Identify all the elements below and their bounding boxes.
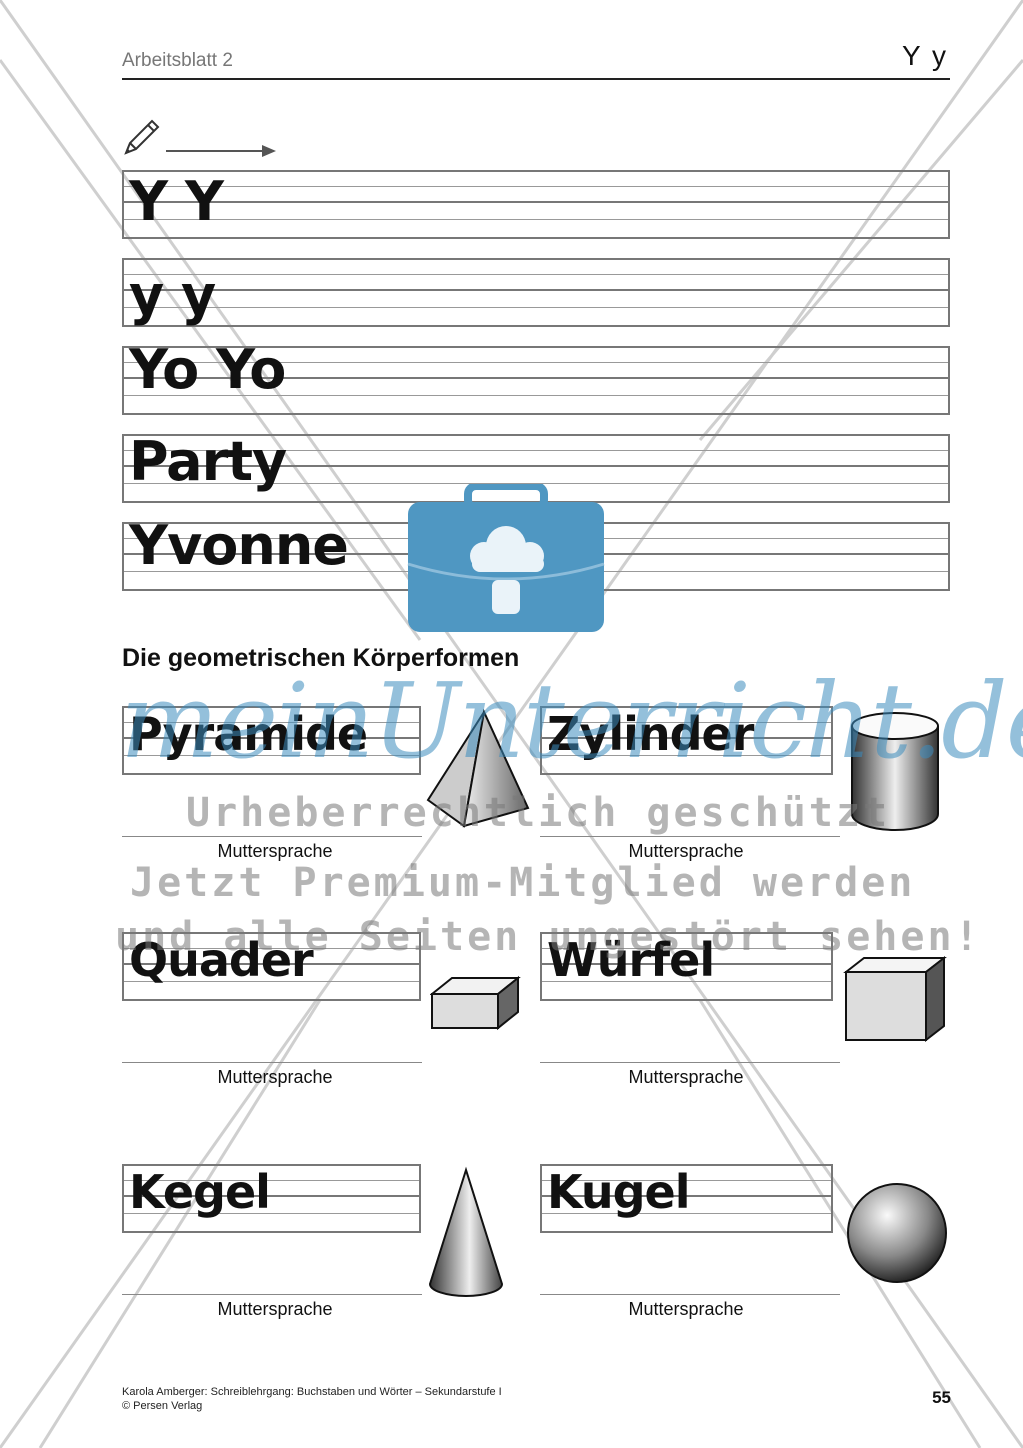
watermark-copyright: Urheberrechtlich geschützt	[186, 790, 891, 836]
footer-publisher: © Persen Verlag	[122, 1400, 203, 1412]
model-word: Kegel	[129, 1165, 271, 1219]
writing-row[interactable]: y y	[122, 258, 950, 327]
writing-row-kugel[interactable]: Kugel	[540, 1164, 833, 1233]
writing-row-zylinder[interactable]: Zylinder	[540, 706, 833, 775]
answer-line[interactable]	[122, 1062, 422, 1063]
model-word: Party	[129, 430, 287, 493]
watermark-view: und alle Seiten ungestört sehen!	[115, 914, 982, 960]
mother-tongue-label: Muttersprache	[628, 841, 744, 861]
model-word: Würfel	[547, 933, 715, 987]
section-title: Die geometrischen Körperformen	[122, 644, 520, 672]
model-word: Zylinder	[547, 707, 754, 761]
model-word: Pyramide	[129, 707, 368, 761]
header-rule	[122, 78, 950, 80]
model-word: Yvonne	[129, 514, 349, 577]
mother-tongue-label: Muttersprache	[217, 1067, 333, 1087]
writing-row[interactable]: Yo Yo	[122, 338, 950, 415]
model-word: Quader	[129, 933, 314, 987]
cylinder-icon	[851, 712, 939, 831]
sphere-icon	[847, 1183, 947, 1283]
cube-icon	[843, 955, 947, 1043]
mother-tongue-label: Muttersprache	[628, 1067, 744, 1087]
answer-line[interactable]	[122, 1294, 422, 1295]
model-word: Y Y	[129, 170, 224, 233]
pyramid-icon	[426, 708, 530, 828]
letters-title: Y y	[902, 40, 948, 71]
writing-row-quader[interactable]: Quader	[122, 932, 421, 1001]
worksheet-label: Arbeitsblatt 2	[122, 50, 233, 71]
page-number: 55	[932, 1388, 951, 1407]
arrow-right-icon	[166, 145, 276, 157]
cone-icon	[428, 1166, 504, 1297]
footer-credit: Karola Amberger: Schreiblehrgang: Buchst…	[122, 1386, 502, 1398]
mother-tongue-label: Muttersprache	[217, 841, 333, 861]
pencil-icon	[124, 119, 160, 155]
writing-row-kegel[interactable]: Kegel	[122, 1164, 421, 1233]
writing-row[interactable]: Y Y	[122, 170, 950, 239]
answer-line[interactable]	[540, 1294, 840, 1295]
model-word: Kugel	[547, 1165, 690, 1219]
model-word: Yo Yo	[129, 338, 286, 401]
briefcase-logo	[407, 484, 605, 632]
watermark-script: meinUnterricht.de	[120, 660, 1023, 782]
answer-line[interactable]	[540, 836, 840, 837]
model-word: y y	[129, 264, 216, 327]
writing-row-wuerfel[interactable]: Würfel	[540, 932, 833, 1001]
answer-line[interactable]	[540, 1062, 840, 1063]
writing-row-pyramide[interactable]: Pyramide	[122, 706, 421, 775]
answer-line[interactable]	[122, 836, 422, 837]
mother-tongue-label: Muttersprache	[628, 1299, 744, 1319]
mother-tongue-label: Muttersprache	[217, 1299, 333, 1319]
watermark-premium: Jetzt Premium-Mitglied werden	[130, 860, 916, 906]
cuboid-icon	[430, 975, 521, 1031]
